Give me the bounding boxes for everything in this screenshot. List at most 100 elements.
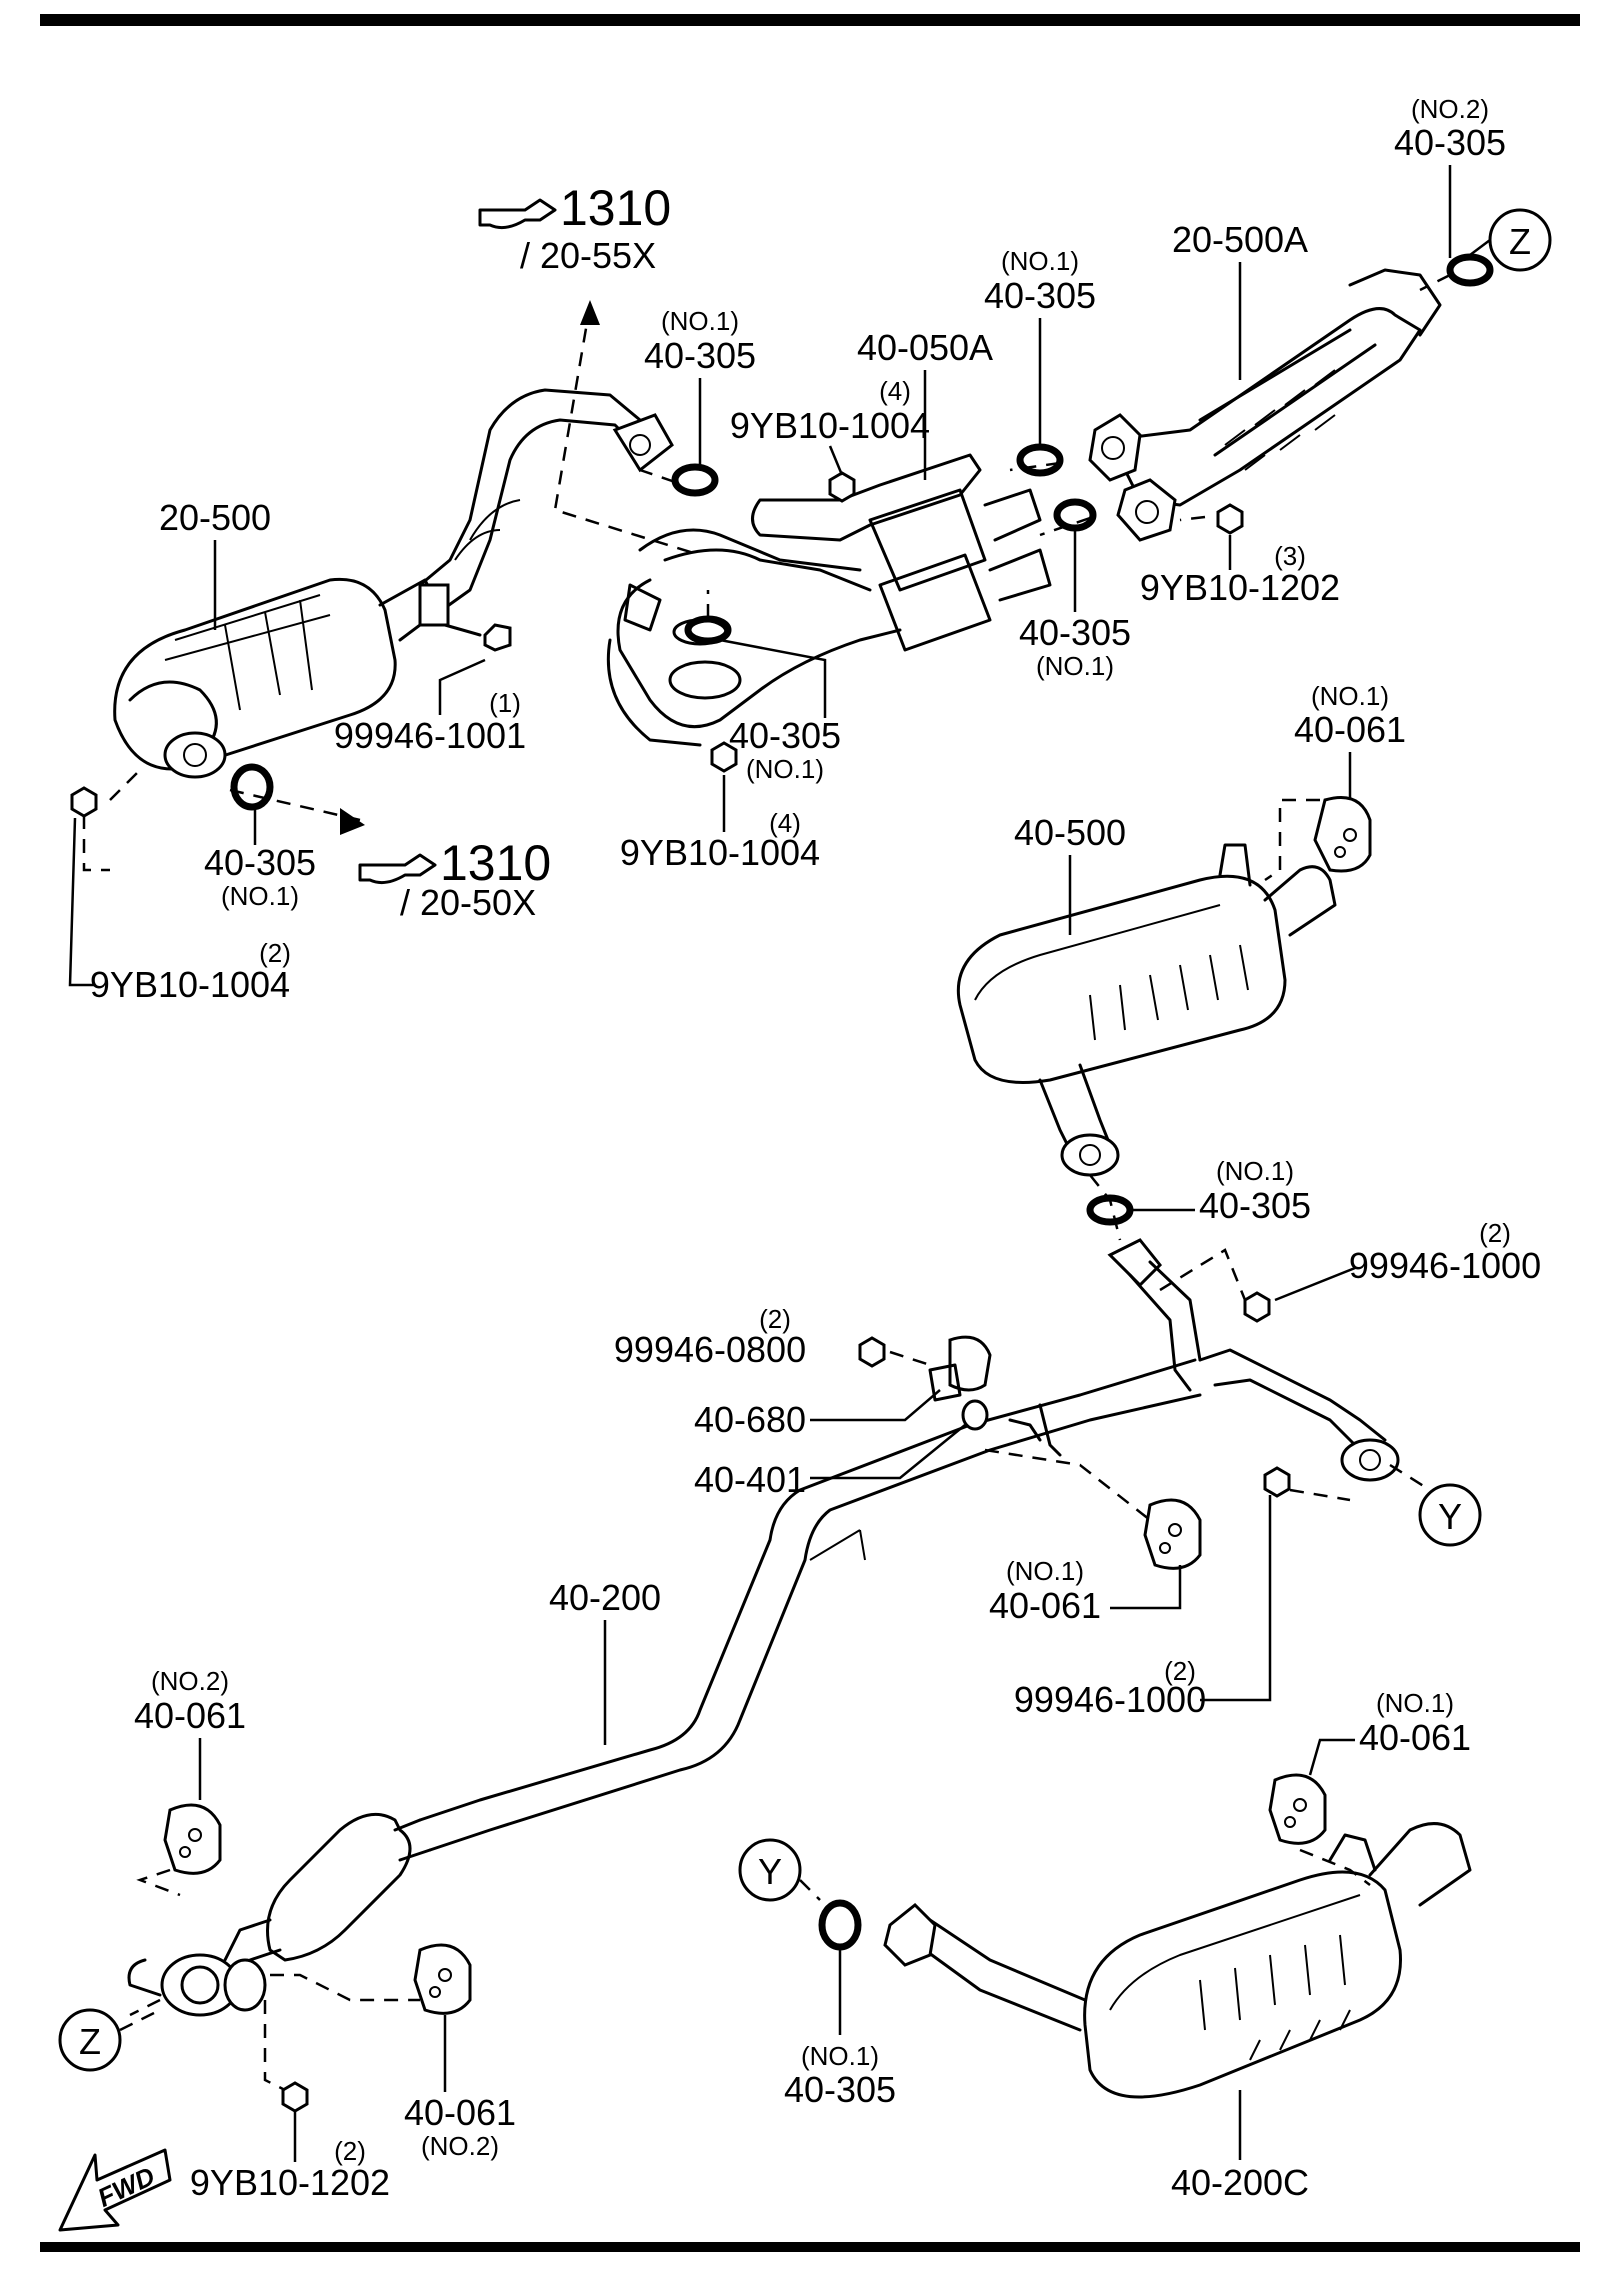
callout-99946-1000-a: (2) 99946-1000: [1274, 1218, 1541, 1302]
arrow-ref-mid: [340, 808, 365, 835]
callout-quantity: (1): [489, 688, 521, 718]
hanger-40-061-top: [1313, 796, 1372, 873]
assembly-lines-mid: [129, 1248, 1431, 2092]
callout-part-number: 9YB10-1004: [620, 832, 820, 873]
callout-part-number: 40-061: [134, 1695, 246, 1736]
hanger-link-top: [1264, 798, 1320, 882]
connector-z-bottom: Z: [58, 2008, 122, 2072]
callout-9YB10-1004-top: (4) 9YB10-1004: [730, 376, 930, 476]
callout-no1-40-061-b: (NO.1) 40-061: [989, 1556, 1182, 1626]
connector-z-top-label: Z: [1509, 221, 1531, 262]
nut-9YB10-1202-bot: [281, 2081, 309, 2113]
callout-40-061-no2-b: 40-061 (NO.2): [404, 2015, 516, 2161]
callout-no1-40-061-a: (NO.1) 40-061: [1294, 681, 1406, 800]
callout-9YB10-1004-mid: (4) 9YB10-1004: [620, 775, 820, 873]
callout-qualifier: (NO.1): [746, 754, 824, 784]
muffler-40-500: [956, 843, 1337, 1177]
callout-no1-40-305-g: (NO.1) 40-305: [784, 1948, 896, 2110]
front-converter-20-500: [113, 388, 657, 779]
leader-z-bottom: [119, 2008, 161, 2032]
callout-part-number: 20-500A: [1172, 219, 1308, 260]
hanger-40-061-lower-left: [163, 1803, 222, 1875]
callout-qualifier: (NO.1): [1006, 1556, 1084, 1586]
callout-part-number: 99946-1000: [1349, 1245, 1541, 1286]
nut-99946-0800: [858, 1336, 886, 1368]
leader-y-bottom: [799, 1879, 821, 1901]
callout-qualifier: (NO.2): [421, 2131, 499, 2161]
callout-part-number: 40-061: [989, 1585, 1101, 1626]
callout-quantity: (2): [334, 2136, 366, 2166]
callout-quantity: (4): [769, 808, 801, 838]
callout-20-500A: 20-500A: [1172, 219, 1308, 380]
callout-part-number: 9YB10-1202: [1140, 567, 1340, 608]
hanger-40-061-mid: [1143, 1498, 1202, 1570]
flange-upper-left: [612, 413, 674, 473]
reference-sub-mid: / 20-50X: [400, 882, 536, 923]
rear-muffler-40-200C: [883, 1822, 1472, 2099]
callout-part-number: 40-680: [694, 1399, 806, 1440]
reference-marker-mid: 1310 / 20-50X: [358, 835, 551, 923]
hanger-40-061-lower-mid: [413, 1943, 472, 2015]
callout-99946-1000-b: (2) 99946-1000: [1014, 1495, 1272, 1720]
callout-40-200C: 40-200C: [1171, 2090, 1309, 2203]
callout-part-number: 40-401: [694, 1459, 806, 1500]
reference-marker-top: 1310 / 20-55X: [478, 180, 671, 276]
callout-qualifier: (NO.1): [221, 881, 299, 911]
callout-no2-40-305-top: (NO.2) 40-305: [1394, 94, 1506, 258]
callout-part-number: 20-500: [159, 497, 271, 538]
callout-qualifier: (NO.1): [1376, 1688, 1454, 1718]
connector-y-bottom: Y: [738, 1838, 802, 1902]
connector-z-top: Z: [1488, 208, 1552, 272]
callout-part-number: 40-305: [729, 715, 841, 756]
callout-part-number: 40-061: [404, 2092, 516, 2133]
nut-99946-1000-b: [1263, 1466, 1291, 1498]
callout-part-number: 40-500: [1014, 812, 1126, 853]
callout-part-number: 40-305: [644, 335, 756, 376]
callout-qualifier: (NO.1): [1216, 1156, 1294, 1186]
callout-qualifier: (NO.1): [1311, 681, 1389, 711]
callout-no1-40-305-b: (NO.1) 40-305: [644, 306, 756, 468]
callout-qualifier: (NO.2): [1411, 94, 1489, 124]
hanger-40-061-lower-right: [1268, 1773, 1327, 1845]
callout-no1-40-061-c: (NO.1) 40-061: [1308, 1688, 1471, 1776]
fasteners-top: [70, 471, 1244, 818]
arrow-ref-top: [580, 300, 600, 325]
y-pipe: [1107, 1238, 1400, 1482]
callout-part-number: 40-305: [784, 2069, 896, 2110]
callout-9YB10-1202-top: (3) 9YB10-1202: [1140, 535, 1340, 608]
callout-part-number: 9YB10-1004: [730, 405, 930, 446]
callout-qualifier: (NO.1): [661, 306, 739, 336]
callout-40-680: 40-680: [694, 1389, 941, 1440]
reference-number-mid: 1310: [440, 835, 551, 891]
gasket-bottom: [818, 1899, 862, 1951]
callout-part-number: 40-200: [549, 1577, 661, 1618]
hand-pointer-icon: [478, 198, 557, 230]
callout-part-number: 40-305: [204, 842, 316, 883]
callout-no1-40-305-f: (NO.1) 40-305: [1130, 1156, 1311, 1226]
callout-part-number: 40-200C: [1171, 2162, 1309, 2203]
callout-no1-40-305-a: (NO.1) 40-305: [984, 246, 1096, 448]
nut-99946-1000-a: [1243, 1291, 1271, 1323]
callout-no2-40-061-a: (NO.2) 40-061: [134, 1666, 246, 1800]
callout-40-200: 40-200: [549, 1577, 661, 1745]
callout-40-401: 40-401: [694, 1424, 966, 1500]
callout-part-number: 99946-1000: [1014, 1679, 1206, 1720]
stud-bracket: [1008, 1418, 1042, 1442]
resonator: [127, 1812, 412, 2017]
callout-part-number: 40-061: [1294, 709, 1406, 750]
callout-9YB10-1202-bot: (2) 9YB10-1202: [190, 2112, 390, 2203]
callout-qualifier: (NO.1): [801, 2041, 879, 2071]
callout-quantity: (2): [759, 1304, 791, 1334]
callout-9YB10-1004-left: (2) 9YB10-1004: [68, 817, 291, 1005]
callout-part-number: 99946-0800: [614, 1329, 806, 1370]
ring-40-401: [961, 1399, 989, 1431]
callout-40-305-no1-c: 40-305 (NO.1): [1019, 530, 1131, 681]
callout-part-number: 40-305: [984, 275, 1096, 316]
leader-z-top: [1469, 239, 1491, 256]
callout-part-number: 40-305: [1019, 612, 1131, 653]
callout-part-number: 40-305: [1394, 122, 1506, 163]
callout-part-number: 40-050A: [857, 327, 993, 368]
reference-number-top: 1310: [560, 180, 671, 236]
callout-99946-0800: (2) 99946-0800: [614, 1304, 806, 1370]
callout-quantity: (2): [1164, 1656, 1196, 1686]
